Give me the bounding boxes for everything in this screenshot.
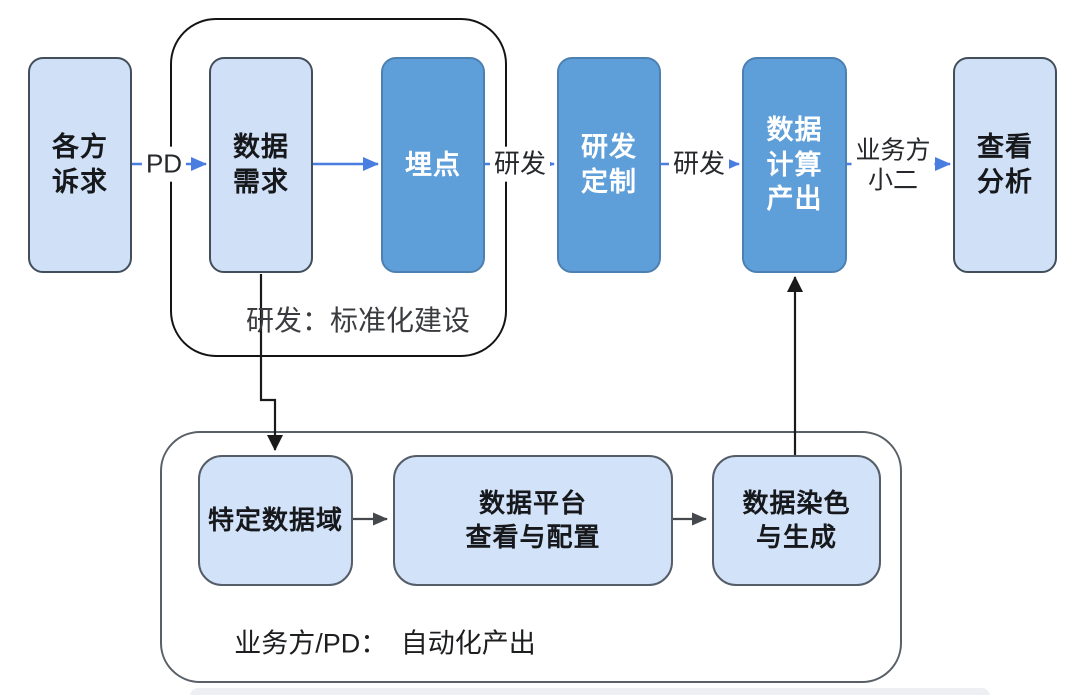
node-view-analysis: 查看 分析 bbox=[953, 57, 1057, 273]
label-standardized-construction: 研发：标准化建设 bbox=[245, 305, 471, 336]
page-bottom-strip bbox=[190, 688, 990, 695]
edge-label-business-xiaoer: 业务方 小二 bbox=[851, 134, 935, 198]
node-event-tracking: 埋点 bbox=[381, 57, 485, 273]
edge-label-rd-2: 研发 bbox=[668, 146, 730, 182]
group-standardized-construction bbox=[170, 18, 507, 357]
node-data-coloring-generation: 数据染色 与生成 bbox=[712, 455, 881, 586]
node-stakeholder-demands: 各方 诉求 bbox=[28, 57, 132, 273]
node-data-platform-view-config: 数据平台 查看与配置 bbox=[393, 455, 673, 586]
edge-label-rd-1: 研发 bbox=[489, 146, 551, 182]
node-specific-data-domain: 特定数据域 bbox=[198, 455, 353, 586]
arrow-requirements-to-domain bbox=[259, 274, 283, 451]
node-rd-customization: 研发 定制 bbox=[557, 57, 661, 273]
edge-label-pd: PD bbox=[141, 146, 187, 182]
group-automated-output bbox=[160, 431, 902, 683]
node-data-requirements: 数据 需求 bbox=[209, 57, 313, 273]
label-automated-output: 业务方/PD： 自动化产出 bbox=[234, 628, 536, 659]
node-data-computation-output: 数据 计算 产出 bbox=[742, 57, 847, 273]
